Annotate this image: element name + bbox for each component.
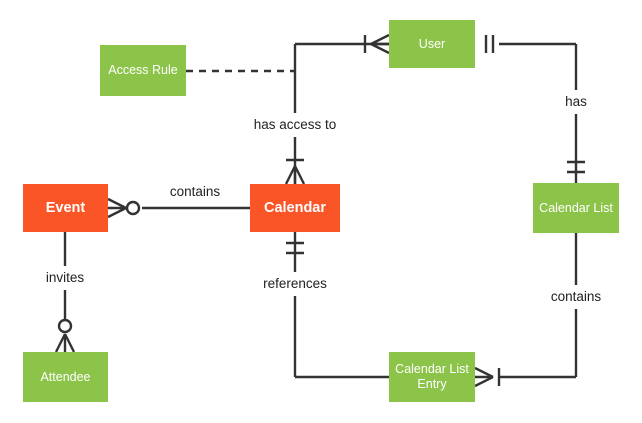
cardinality-exactly-one-calendar-list-top: [567, 160, 585, 174]
relationship-label-contains-event: contains: [169, 184, 221, 199]
relationship-label-references: references: [263, 276, 327, 291]
entity-label: Calendar List Entry: [395, 362, 469, 391]
cardinality-zero-or-many-attendee: [54, 318, 76, 353]
connector-contains-list: [474, 233, 578, 388]
entity-access-rule[interactable]: Access Rule: [100, 45, 186, 96]
entity-label: Access Rule: [108, 63, 178, 77]
entity-label: Calendar List: [539, 200, 613, 215]
entity-label: Attendee: [40, 369, 91, 384]
entity-user[interactable]: User: [389, 20, 475, 68]
relationship-label-has-access-to: has access to: [253, 117, 337, 132]
cardinality-one-or-many-user: [363, 33, 390, 55]
connector-invites: [54, 232, 76, 353]
cardinality-exactly-one-user-right: [484, 35, 495, 53]
entity-calendar[interactable]: Calendar: [250, 184, 340, 232]
relationship-label-has: has: [565, 94, 587, 109]
cardinality-exactly-one-calendar-bottom: [286, 241, 304, 255]
connector-has: [484, 35, 585, 183]
entity-label: Calendar: [263, 199, 327, 216]
connector-has-access-to: [284, 33, 390, 185]
connector-contains-event: [107, 197, 250, 219]
relationship-label-contains-list: contains: [550, 289, 602, 304]
entity-event[interactable]: Event: [23, 184, 108, 232]
entity-calendar-list[interactable]: Calendar List: [533, 183, 619, 233]
entity-attendee[interactable]: Attendee: [23, 352, 108, 402]
entity-calendar-list-entry[interactable]: Calendar List Entry: [389, 352, 475, 402]
connector-references: [286, 232, 389, 379]
entity-label: Event: [45, 199, 86, 216]
cardinality-one-or-many-calendar-list-entry: [474, 366, 501, 388]
entity-label: User: [418, 36, 446, 51]
cardinality-zero-or-many-event: [107, 197, 141, 219]
relationship-label-invites: invites: [45, 270, 85, 285]
cardinality-one-or-many-calendar: [284, 158, 306, 185]
